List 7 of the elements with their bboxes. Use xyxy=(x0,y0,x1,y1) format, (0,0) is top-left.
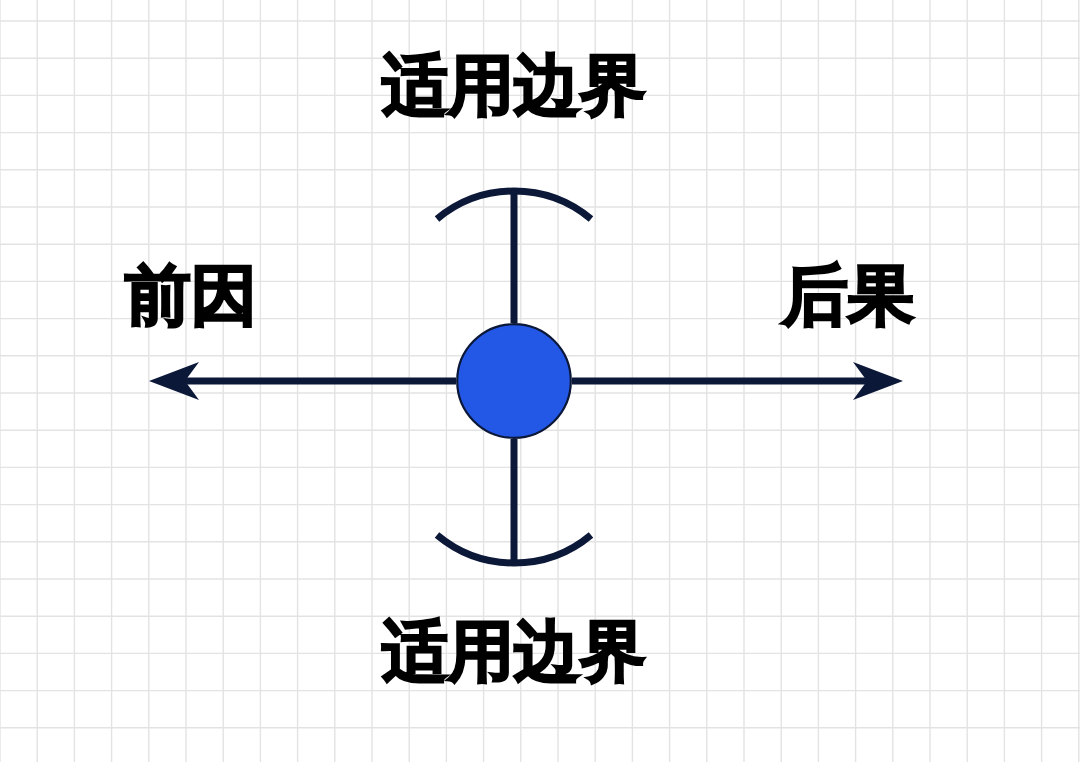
axis-label: 后果 xyxy=(780,261,915,331)
arrow xyxy=(572,362,903,400)
axis-label: 适用边界 xyxy=(381,617,647,687)
axis-label: 前因 xyxy=(124,261,258,331)
axis-label: 适用边界 xyxy=(381,51,647,121)
center-circle xyxy=(456,323,572,439)
arrow xyxy=(149,362,456,400)
